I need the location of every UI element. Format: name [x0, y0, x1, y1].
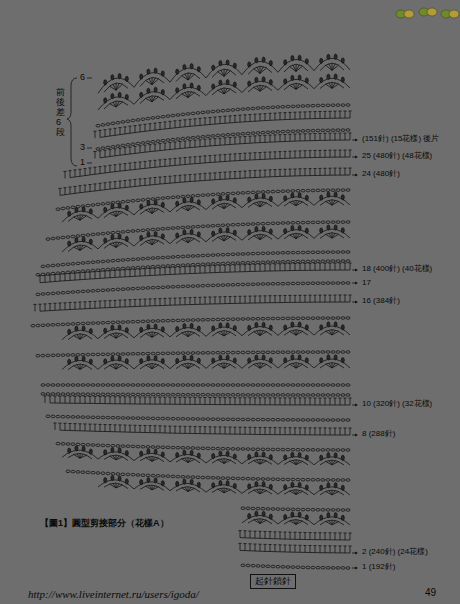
butterfly-wing: [449, 10, 459, 18]
leader-arrowhead: [355, 173, 358, 176]
leader-arrowhead: [355, 551, 358, 554]
chain-row: [46, 221, 350, 241]
chain-row: [241, 507, 350, 511]
chain-row: [41, 384, 350, 387]
leader-arrowhead: [355, 155, 358, 158]
chain-row: [41, 393, 350, 397]
picot: [68, 192, 345, 216]
chain-row: [66, 470, 350, 481]
fan-scallop: [98, 480, 350, 495]
picot: [104, 475, 345, 490]
double-crochet-row: [43, 396, 351, 405]
chain-row: [96, 129, 350, 151]
figure-caption: 【圖1】圓型剪接部分（花樣A）: [40, 518, 169, 529]
stitch-count: 8 (288針): [362, 429, 395, 439]
row-number: 3: [80, 142, 85, 153]
label-box: 起針鎖針: [250, 574, 296, 589]
leader-arrowhead: [355, 566, 358, 569]
picot: [68, 446, 345, 461]
leader-lines: [67, 78, 358, 570]
row-number: 6: [80, 72, 85, 83]
double-crochet-row: [38, 263, 351, 283]
stitch-count: 17: [362, 278, 371, 288]
butterfly-wing: [404, 10, 414, 18]
double-crochet-row: [63, 150, 351, 178]
double-crochet-row: [53, 423, 351, 435]
double-crochet-row: [238, 531, 351, 540]
picot: [68, 225, 345, 246]
row-bracket: [67, 78, 77, 166]
box-text: 起針鎖針: [255, 576, 291, 587]
leader-arrowhead: [355, 281, 358, 284]
stitch-count: (151針) (15花樣) 後片: [362, 134, 439, 144]
chain-row: [36, 282, 350, 296]
stitch-count: 16 (384針): [362, 296, 400, 306]
double-crochet-row: [58, 168, 351, 195]
fan-scallop: [98, 78, 350, 110]
bracket-note: 前後差6段: [56, 88, 65, 137]
butterfly-ornament: [396, 8, 459, 18]
stitch-rows: [31, 54, 352, 569]
leader-line: [87, 148, 92, 149]
picot: [104, 74, 345, 103]
leader-arrowhead: [355, 138, 358, 141]
picot: [68, 322, 345, 335]
chain-row: [41, 251, 350, 268]
chain-row: [56, 442, 350, 451]
double-crochet-row: [93, 133, 351, 159]
leader-line: [87, 163, 92, 164]
picot: [68, 355, 345, 365]
stitch-count: 25 (480針) (48花樣): [362, 151, 432, 161]
leader-arrowhead: [355, 433, 358, 436]
stitch-count: 18 (400針) (40花樣): [362, 264, 432, 274]
stitch-count: 24 (480針): [362, 169, 400, 179]
leader-arrowhead: [355, 300, 358, 303]
row-number: 1: [80, 157, 85, 168]
double-crochet-row: [33, 295, 351, 311]
stitch-count: 2 (240針) (24花樣): [362, 547, 428, 557]
double-crochet-row: [238, 543, 351, 553]
butterfly-wing: [427, 8, 437, 16]
fan-scallop: [242, 515, 350, 525]
stitch-count: 1 (192針): [362, 562, 395, 572]
chain-row: [241, 564, 350, 569]
chain-row: [46, 415, 350, 421]
picot: [248, 511, 345, 520]
leader-arrowhead: [355, 268, 358, 271]
stitch-count: 10 (320針) (32花樣): [362, 399, 432, 409]
page-number: 49: [425, 587, 436, 599]
leader-line: [87, 78, 92, 79]
watermark-url: http://www.liveinternet.ru/users/igoda/: [28, 588, 199, 601]
leader-arrowhead: [355, 403, 358, 406]
